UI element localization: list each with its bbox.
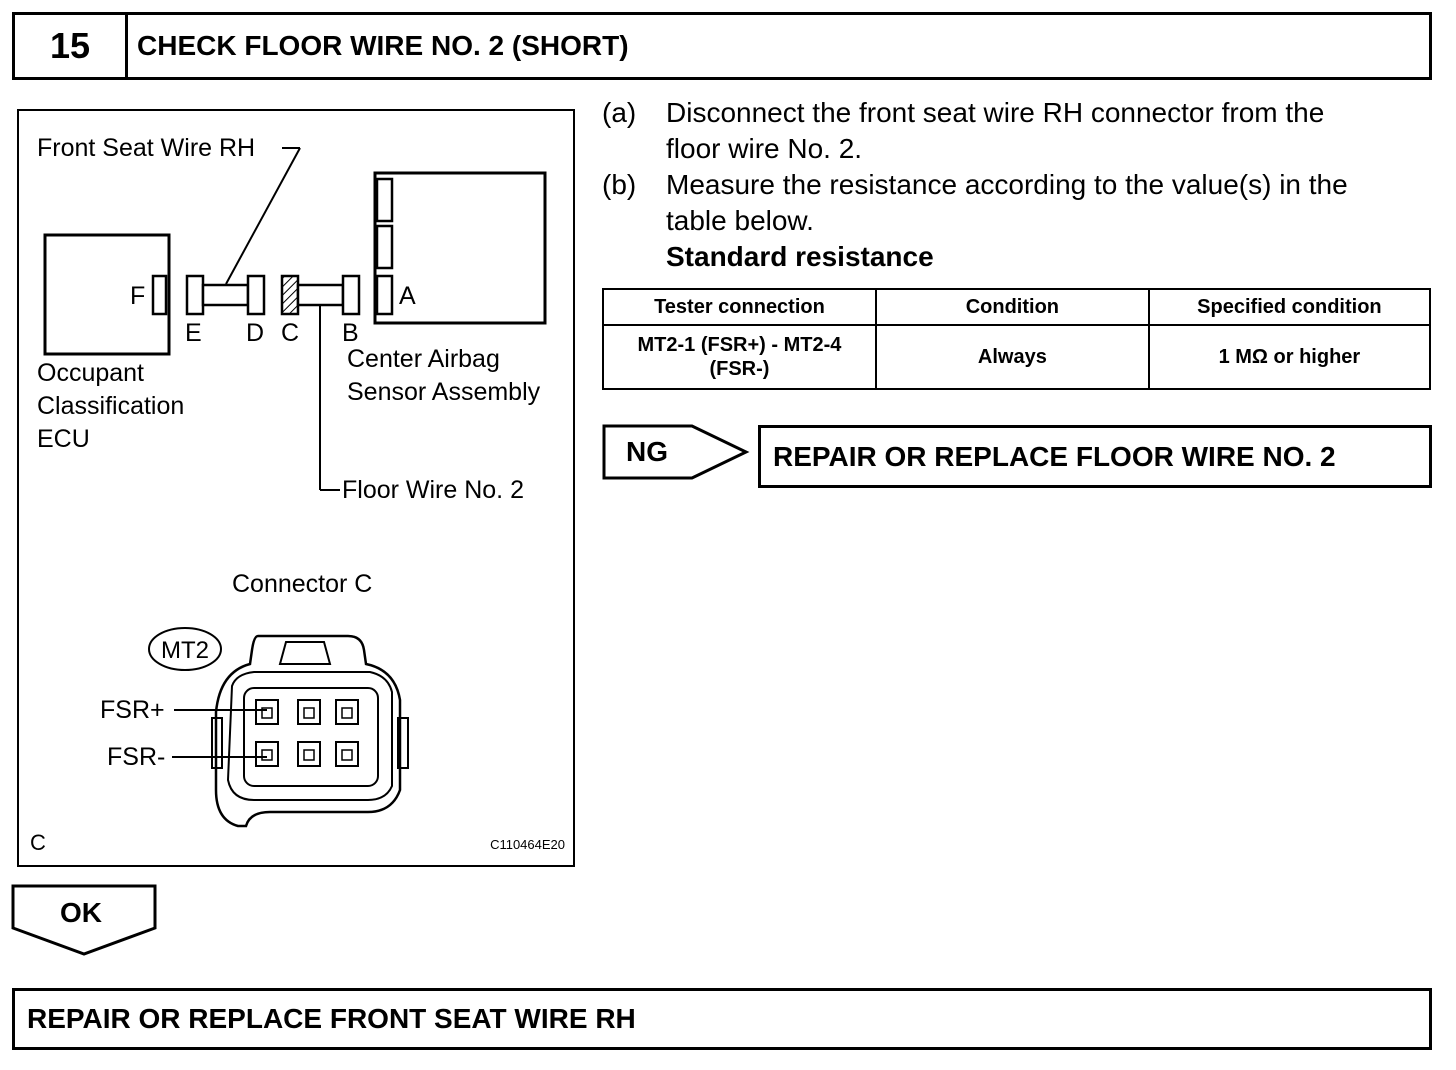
floor-wire-label: Floor Wire No. 2 <box>342 476 524 504</box>
pin-3 <box>335 699 359 725</box>
connector-f <box>151 274 168 316</box>
header-tester-connection: Tester connection <box>602 288 877 326</box>
instruction-b-letter: (b) <box>602 169 637 200</box>
connector-c <box>280 274 300 316</box>
connector-ear-left <box>211 717 223 769</box>
occupant-label-2: Classification <box>37 392 184 420</box>
ng-result-box: REPAIR OR REPLACE FLOOR WIRE NO. 2 <box>758 425 1432 488</box>
cell-tester-connection: MT2-1 (FSR+) - MT2-4 (FSR-) <box>602 324 877 390</box>
ng-label: NG <box>626 436 668 467</box>
figure-corner-label: C <box>30 830 46 855</box>
pin-4 <box>255 741 279 767</box>
occupant-label-1: Occupant <box>37 359 144 387</box>
ok-arrow <box>11 884 157 956</box>
occupant-ecu-box <box>43 233 171 356</box>
connector-inner-body <box>226 671 393 801</box>
step-header: 15 CHECK FLOOR WIRE NO. 2 (SHORT) <box>12 12 1432 80</box>
pin-6 <box>335 741 359 767</box>
connector-ear-right <box>397 717 409 769</box>
cell-tester-connection-line2: (FSR-) <box>709 358 770 380</box>
figure-code: C110464E20 <box>490 837 565 852</box>
center-airbag-label-2: Sensor Assembly <box>347 378 541 406</box>
header-specified-condition: Specified condition <box>1147 288 1432 326</box>
instruction-a-line2: floor wire No. 2. <box>666 133 863 164</box>
connector-a <box>375 274 394 316</box>
cell-tester-connection-line1: MT2-1 (FSR+) - MT2-4 <box>637 334 842 356</box>
instruction-b-line2: table below. <box>666 205 814 236</box>
connector-d <box>246 274 266 316</box>
instruction-a-letter: (a) <box>602 97 637 128</box>
ok-result-box: REPAIR OR REPLACE FRONT SEAT WIRE RH <box>12 988 1432 1050</box>
connector-b-label: B <box>342 319 359 347</box>
sensor-slot-1 <box>375 177 394 223</box>
connector-d-label: D <box>246 319 264 347</box>
wire-c-b <box>296 283 345 307</box>
connector-e-label: E <box>185 319 202 347</box>
instruction-a-text: Disconnect the front seat wire RH connec… <box>666 95 1324 167</box>
connector-b <box>341 274 361 316</box>
center-airbag-sensor-box <box>373 171 547 325</box>
wire-e-d <box>201 283 250 307</box>
instruction-b-text: Measure the resistance according to the … <box>666 167 1348 239</box>
pin-2 <box>297 699 321 725</box>
fsr-minus-label: FSR- <box>107 743 165 771</box>
connector-face <box>243 687 379 787</box>
wiring-diagram-frame <box>17 109 575 867</box>
pin-5 <box>297 741 321 767</box>
instruction-a-line1: Disconnect the front seat wire RH connec… <box>666 97 1325 128</box>
connector-a-label: A <box>399 282 416 310</box>
connector-c-title: Connector C <box>232 570 372 598</box>
instruction-a: (a) Disconnect the front seat wire RH co… <box>602 95 1432 167</box>
connector-f-label: F <box>130 282 145 310</box>
connector-c-label: C <box>281 319 299 347</box>
instruction-b-line1: Measure the resistance according to the … <box>666 169 1348 200</box>
fsr-plus-label: FSR+ <box>100 696 165 724</box>
instructions: (a) Disconnect the front seat wire RH co… <box>602 95 1432 275</box>
center-airbag-label-1: Center Airbag <box>347 345 500 373</box>
front-seat-wire-label: Front Seat Wire RH <box>37 134 255 162</box>
ok-label: OK <box>60 897 102 928</box>
sensor-slot-2 <box>375 224 394 270</box>
table-row: MT2-1 (FSR+) - MT2-4 (FSR-) Always 1 MΩ … <box>602 324 1432 390</box>
step-number: 15 <box>15 15 128 77</box>
spec-table: Tester connection Condition Specified co… <box>602 288 1432 390</box>
mt2-badge <box>148 627 222 671</box>
mt2-label: MT2 <box>161 637 209 664</box>
cell-specified-condition: 1 MΩ or higher <box>1147 324 1432 390</box>
connector-outer-body <box>214 634 402 828</box>
ng-arrow <box>602 424 750 480</box>
instruction-b: (b) Measure the resistance according to … <box>602 167 1432 239</box>
standard-resistance-label: Standard resistance <box>666 241 934 272</box>
header-condition: Condition <box>874 288 1150 326</box>
pin-1 <box>255 699 279 725</box>
front-seat-wire-leader-diag <box>225 147 301 285</box>
cell-condition: Always <box>874 324 1150 390</box>
connector-latch <box>278 641 332 665</box>
occupant-label-3: ECU <box>37 425 90 453</box>
spec-table-header-row: Tester connection Condition Specified co… <box>602 288 1432 326</box>
step-title: CHECK FLOOR WIRE NO. 2 (SHORT) <box>137 30 629 61</box>
connector-e <box>185 274 205 316</box>
